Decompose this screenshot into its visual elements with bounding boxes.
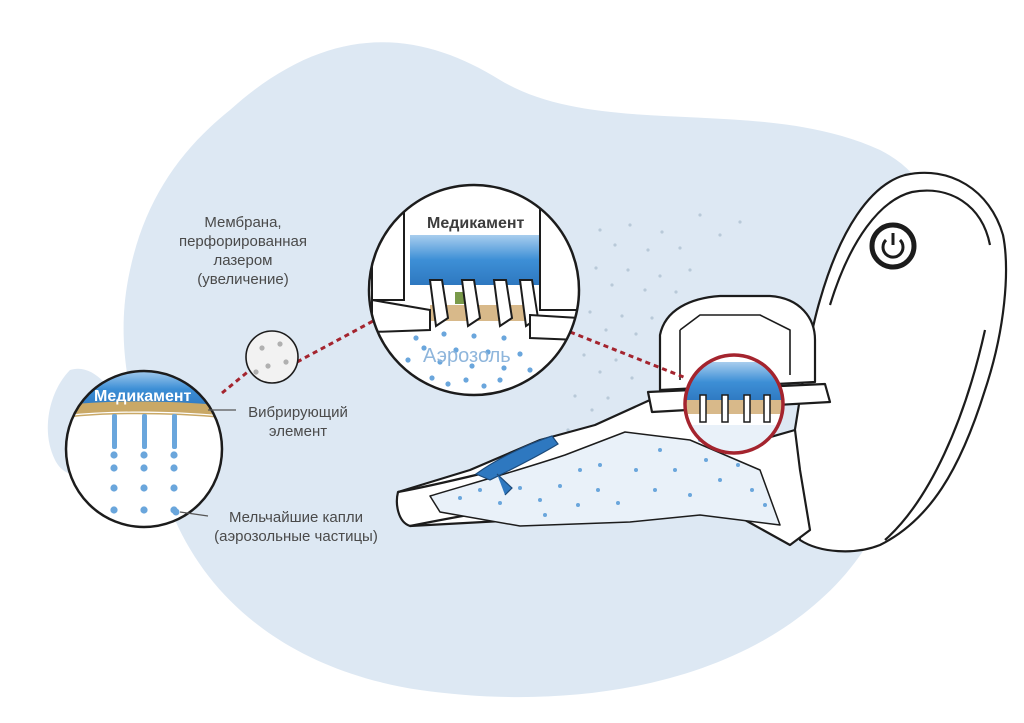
vibrating-element-label: Вибрирующий элемент xyxy=(238,403,358,441)
membrane-circle xyxy=(245,330,299,384)
device-handle-inner xyxy=(828,189,992,306)
connector-lines xyxy=(221,318,687,395)
top-zoom-ring xyxy=(367,183,581,397)
left-zoom-ring xyxy=(64,369,224,529)
valve-flap xyxy=(474,435,559,481)
membrane-label-line-1: Мембрана, xyxy=(204,214,282,231)
cap xyxy=(658,294,817,392)
membrane-label-line-4: (увеличение) xyxy=(197,271,289,288)
red-highlight-ring xyxy=(683,353,785,455)
membrane-label: Мембрана, перфорированная лазером (увели… xyxy=(163,213,323,289)
membrane-label-line-3: лазером xyxy=(213,252,273,269)
power-button-icon xyxy=(869,222,917,270)
device-handle-seam xyxy=(884,329,987,541)
aerosol-label: Аэрозоль xyxy=(423,345,511,367)
droplets-label: Мельчайшие капли (аэрозольные частицы) xyxy=(196,508,396,546)
vibrating-label-line-2: элемент xyxy=(268,423,328,440)
medicament-left-label: Медикамент xyxy=(94,388,192,405)
membrane-label-line-2: перфорированная xyxy=(178,233,308,250)
valve-stem xyxy=(496,473,513,496)
droplet-marker xyxy=(172,508,180,516)
droplets-label-line-2: (аэрозольные частицы) xyxy=(214,528,378,545)
aerosol-cloud xyxy=(566,213,742,446)
leader-lines xyxy=(179,409,236,517)
vibrating-label-line-1: Вибрирующий xyxy=(248,404,348,421)
cap-inner xyxy=(679,314,791,380)
droplets-label-line-1: Мельчайшие капли xyxy=(228,509,364,526)
left-zoom-circle xyxy=(66,371,222,527)
aerosol-chamber xyxy=(429,431,781,527)
medicament-top-label: Медикамент xyxy=(427,215,525,232)
